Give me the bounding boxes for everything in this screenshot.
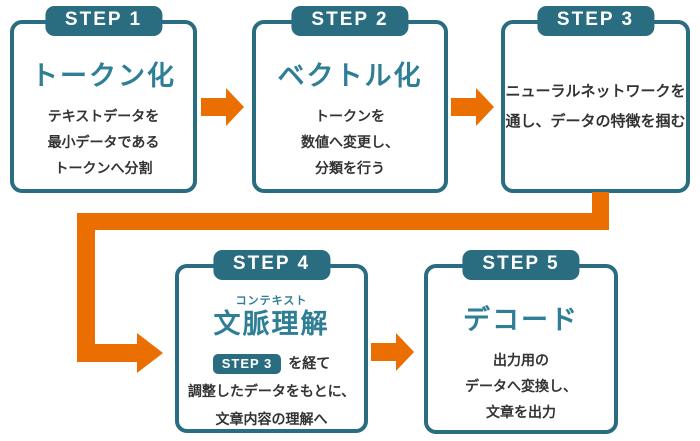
step-4-body-text: を経て	[288, 354, 331, 371]
arrow-head	[226, 88, 244, 126]
step-4-body-line: 調整したデータをもとに、	[187, 382, 356, 399]
step-2-body-line: 分類を行う	[315, 159, 385, 176]
arrow-shaft	[371, 343, 396, 361]
step-4-box: STEP 4 コンテキスト 文脈理解 STEP 3 を経て 調整したデータをもとに…	[175, 250, 368, 433]
arrow-head	[476, 88, 494, 126]
step-2-box: STEP 2 ベクトル化 トークンを 数値へ変更し、 分類を行う	[252, 6, 448, 193]
connector-segment-into-step-4	[77, 344, 138, 362]
arrow-right-icon	[451, 88, 494, 126]
step-3-body-line: ニューラルネットワークを	[505, 82, 686, 100]
step-1-body-line: 最小データである	[47, 133, 160, 150]
arrow-head	[396, 333, 414, 371]
step-4-title: 文脈理解	[213, 309, 330, 339]
step-4-ruby-label: コンテキスト	[235, 295, 308, 307]
step-2-body: トークンを 数値へ変更し、 分類を行う	[256, 103, 444, 181]
step-1-body: テキストデータを 最小データである トークンへ分割	[14, 103, 193, 181]
step-3-inline-badge: STEP 3	[212, 353, 282, 375]
step-5-badge: STEP 5	[462, 250, 580, 280]
step-4-body: STEP 3 を経て 調整したデータをもとに、 文章内容の理解へ	[179, 349, 364, 433]
step-3-badge: STEP 3	[536, 6, 655, 36]
step-3-box: STEP 3 ニューラルネットワークを 通し、データの特徴を掴む	[501, 6, 690, 193]
step-5-body-line: 出力用の	[493, 351, 549, 368]
step-4-body-line: 文章内容の理解へ	[215, 410, 328, 427]
step-2-body-line: トークンを	[315, 107, 385, 124]
step-3-body-line: 通し、データの特徴を掴む	[505, 112, 686, 130]
connector-arrowhead-icon	[137, 333, 163, 373]
step-5-title: デコード	[463, 305, 579, 335]
step-2-badge: STEP 2	[291, 6, 409, 36]
step-3-body: ニューラルネットワークを 通し、データの特徴を掴む	[505, 77, 685, 137]
arrow-shaft	[201, 98, 226, 116]
step-2-title: ベクトル化	[277, 61, 423, 91]
step-1-box: STEP 1 トークン化 テキストデータを 最小データである トークンへ分割	[10, 6, 197, 193]
arrow-shaft	[451, 98, 476, 116]
step-1-badge: STEP 1	[44, 6, 163, 36]
connector-segment-horizontal	[77, 213, 609, 230]
step-2-body-line: 数値へ変更し、	[301, 133, 399, 150]
step-1-body-line: トークンへ分割	[54, 159, 153, 176]
arrow-right-icon	[201, 88, 244, 126]
step-1-body-line: テキストデータを	[47, 107, 160, 124]
step-5-body-line: データへ変換し、	[465, 377, 577, 394]
step-5-body-line: 文章を出力	[486, 403, 556, 420]
step-4-badge: STEP 4	[212, 250, 331, 280]
connector-segment-vertical	[77, 213, 95, 362]
arrow-right-icon	[371, 333, 414, 371]
step-1-title: トークン化	[31, 61, 176, 91]
step-5-box: STEP 5 デコード 出力用の データへ変換し、 文章を出力	[424, 250, 618, 434]
step-5-body: 出力用の データへ変換し、 文章を出力	[428, 347, 614, 425]
step-4-body-line: STEP 3 を経て	[179, 349, 364, 377]
